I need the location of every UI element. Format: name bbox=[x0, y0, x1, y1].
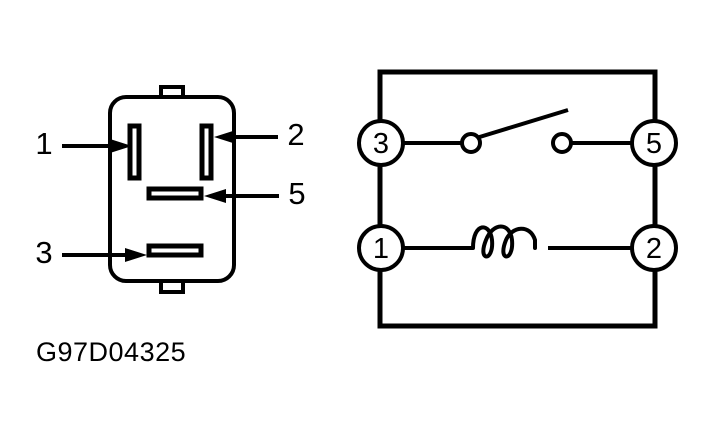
callout-5-arrowhead bbox=[204, 189, 226, 203]
callout-2-arrowhead bbox=[214, 130, 236, 144]
terminal-3-circle bbox=[357, 119, 405, 167]
terminal-node-3: 3 bbox=[357, 119, 405, 167]
callout-5-group: 5 bbox=[204, 176, 306, 211]
terminal-5-circle bbox=[630, 119, 678, 167]
terminal-node-5: 5 bbox=[630, 119, 678, 167]
switch-contact-left bbox=[460, 132, 482, 154]
callout-2-label: 2 bbox=[287, 117, 304, 152]
relay-blade-1 bbox=[127, 123, 142, 181]
terminal-node-1: 1 bbox=[357, 224, 405, 272]
terminal-2-circle bbox=[630, 224, 678, 272]
callout-5-label: 5 bbox=[288, 176, 305, 211]
callout-1-group: 1 bbox=[35, 126, 132, 161]
relay-blade-5 bbox=[146, 186, 204, 201]
terminal-node-2: 2 bbox=[630, 224, 678, 272]
terminal-3-label: 3 bbox=[373, 128, 389, 160]
terminal-2-label: 2 bbox=[646, 233, 662, 265]
schematic-frame-top bbox=[377, 69, 658, 143]
switch-contact-right bbox=[551, 132, 573, 154]
relay-bottom-tab bbox=[159, 281, 185, 294]
relay-blade-2 bbox=[199, 123, 214, 181]
relay-top-tab bbox=[159, 85, 185, 97]
terminal-1-circle bbox=[357, 224, 405, 272]
switch-arm bbox=[472, 108, 569, 141]
schematic-frame-bottom bbox=[377, 270, 658, 329]
callout-3-label: 3 bbox=[35, 235, 52, 270]
callout-1-arrowhead bbox=[110, 139, 132, 153]
schematic-group: 3 5 1 2 bbox=[357, 69, 678, 329]
relay-blade-3 bbox=[146, 243, 204, 258]
callout-3-group: 3 bbox=[35, 235, 147, 270]
relay-coil bbox=[471, 224, 537, 259]
figure-caption: G97D04325 bbox=[36, 337, 186, 367]
relay-housing bbox=[108, 95, 236, 283]
callout-3-arrowhead bbox=[125, 248, 147, 262]
callout-1-label: 1 bbox=[35, 126, 52, 161]
terminal-1-label: 1 bbox=[373, 233, 389, 265]
terminal-5-label: 5 bbox=[646, 128, 662, 160]
callout-2-group: 2 bbox=[214, 117, 305, 152]
relay-package-group bbox=[108, 85, 236, 294]
